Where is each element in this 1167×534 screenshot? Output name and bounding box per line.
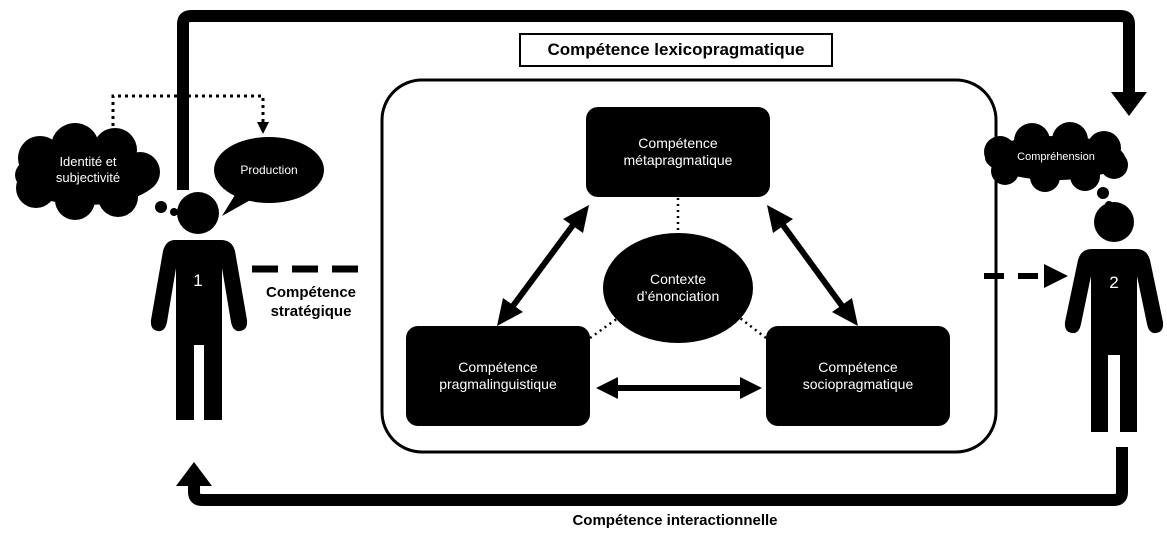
strategic-label: Compétence stratégique <box>252 284 370 322</box>
socio-line-2: sociopragmatique <box>802 376 914 392</box>
person-2-number: 2 <box>1109 273 1119 292</box>
top-flow-arrow <box>177 10 1147 190</box>
double-arrow-left-icon <box>497 205 589 326</box>
double-arrow-bottom-icon <box>596 377 762 399</box>
person-2-icon <box>1064 202 1164 432</box>
context-label: Contexte d’énonciation <box>603 258 753 318</box>
bottom-flow-arrow <box>176 447 1128 506</box>
box-metapragmatic <box>586 107 770 197</box>
double-arrow-right-icon <box>767 205 858 326</box>
box-pragmalinguistic <box>406 326 590 426</box>
strategic-line-2: stratégique <box>270 302 352 320</box>
interactional-label: Compétence interactionnelle <box>572 512 778 529</box>
thought-cloud-identity-icon <box>15 123 178 220</box>
dotted-feedback-arrow <box>111 94 269 140</box>
sociopragmatic-label: Compétence sociopragmatique <box>766 326 950 426</box>
box-sociopragmatic <box>766 326 950 426</box>
context-ellipse <box>603 233 753 343</box>
identity-line-1: Identité et <box>59 154 117 169</box>
context-line-2: d’énonciation <box>636 288 720 304</box>
speech-bubble-production-icon <box>214 137 324 216</box>
meta-line-2: métapragmatique <box>623 152 733 168</box>
identity-line-2: subjectivité <box>55 170 121 186</box>
metapragmatic-label: Compétence métapragmatique <box>586 107 770 197</box>
socio-line-1: Compétence <box>818 358 898 375</box>
person-1-icon <box>150 192 248 420</box>
thought-cloud-comprehension-icon <box>984 122 1128 209</box>
dashed-arrow-to-person-2 <box>984 264 1068 288</box>
context-line-1: Contexte <box>649 270 707 287</box>
pragma-line-1: Compétence <box>458 358 538 375</box>
pragmalinguistic-label: Compétence pragmalinguistique <box>406 326 590 426</box>
comprehension-label: Compréhension <box>1017 151 1095 164</box>
strategic-line-1: Compétence <box>265 284 357 301</box>
production-label: Production <box>240 162 298 177</box>
pragma-line-2: pragmalinguistique <box>439 376 557 392</box>
identity-cloud-label: Identité et subjectivité <box>30 154 146 187</box>
person-1-number: 1 <box>193 271 203 290</box>
diagram-title: Compétence lexicopragmatique <box>519 33 833 67</box>
meta-line-1: Compétence <box>638 134 718 151</box>
